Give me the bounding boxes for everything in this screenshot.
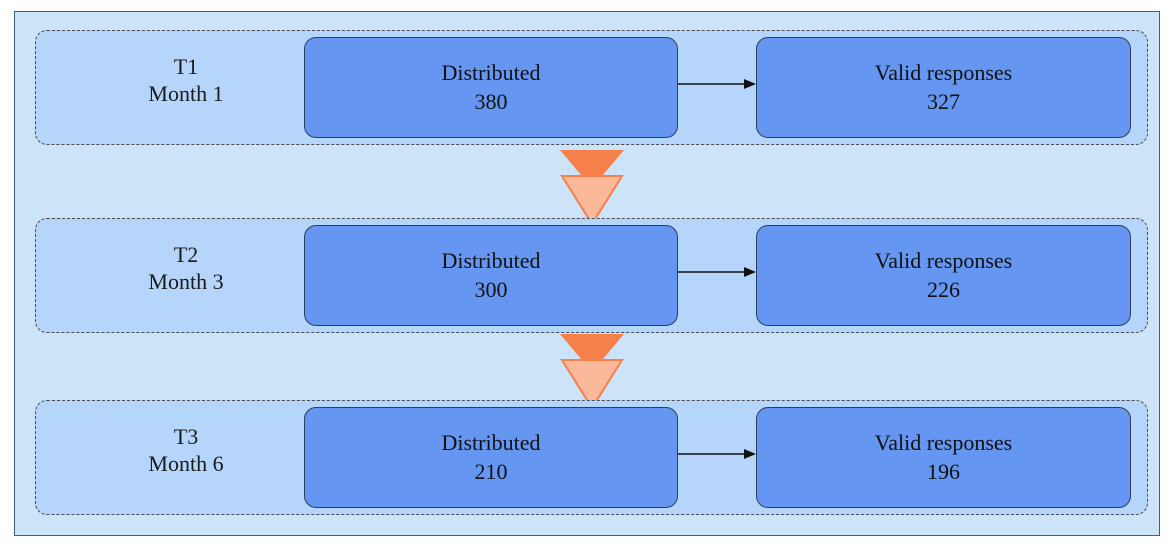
distributed-box: Distributed 380 [304,37,678,138]
stage-label: T1 Month 1 [86,53,286,107]
valid-responses-label: Valid responses [874,430,1013,455]
stage-t2: T2 Month 3 Distributed 300 Valid respons… [35,218,1148,333]
distributed-box: Distributed 210 [304,407,678,508]
valid-responses-value: 196 [927,459,960,484]
stage-label: T2 Month 3 [86,241,286,295]
valid-responses-box: Valid responses 327 [756,37,1131,138]
distributed-value: 380 [474,89,508,114]
valid-responses-box: Valid responses 196 [756,407,1131,508]
valid-responses-box: Valid responses 226 [756,225,1131,326]
stage-t3: T3 Month 6 Distributed 210 Valid respons… [35,400,1148,515]
stage-month: Month 1 [148,81,224,106]
stage-time: T2 [173,242,199,267]
stage-month: Month 3 [148,269,224,294]
stage-label: T3 Month 6 [86,423,286,477]
arrow-right-icon [678,449,756,459]
valid-responses-value: 327 [927,89,960,114]
stage-month: Month 6 [148,451,224,476]
distributed-value: 210 [474,459,508,484]
valid-responses-value: 226 [927,277,960,302]
distributed-label: Distributed [441,60,541,85]
stage-time: T3 [173,424,199,449]
distributed-value: 300 [474,277,508,302]
distributed-label: Distributed [441,248,541,273]
double-chevron-down-icon [560,334,624,410]
stage-t1: T1 Month 1 Distributed 380 Valid respons… [35,30,1148,145]
arrow-right-icon [678,267,756,277]
double-chevron-down-icon [560,150,624,226]
valid-responses-label: Valid responses [874,60,1013,85]
valid-responses-label: Valid responses [874,248,1013,273]
distributed-label: Distributed [441,430,541,455]
stage-time: T1 [173,54,199,79]
arrow-right-icon [678,79,756,89]
distributed-box: Distributed 300 [304,225,678,326]
